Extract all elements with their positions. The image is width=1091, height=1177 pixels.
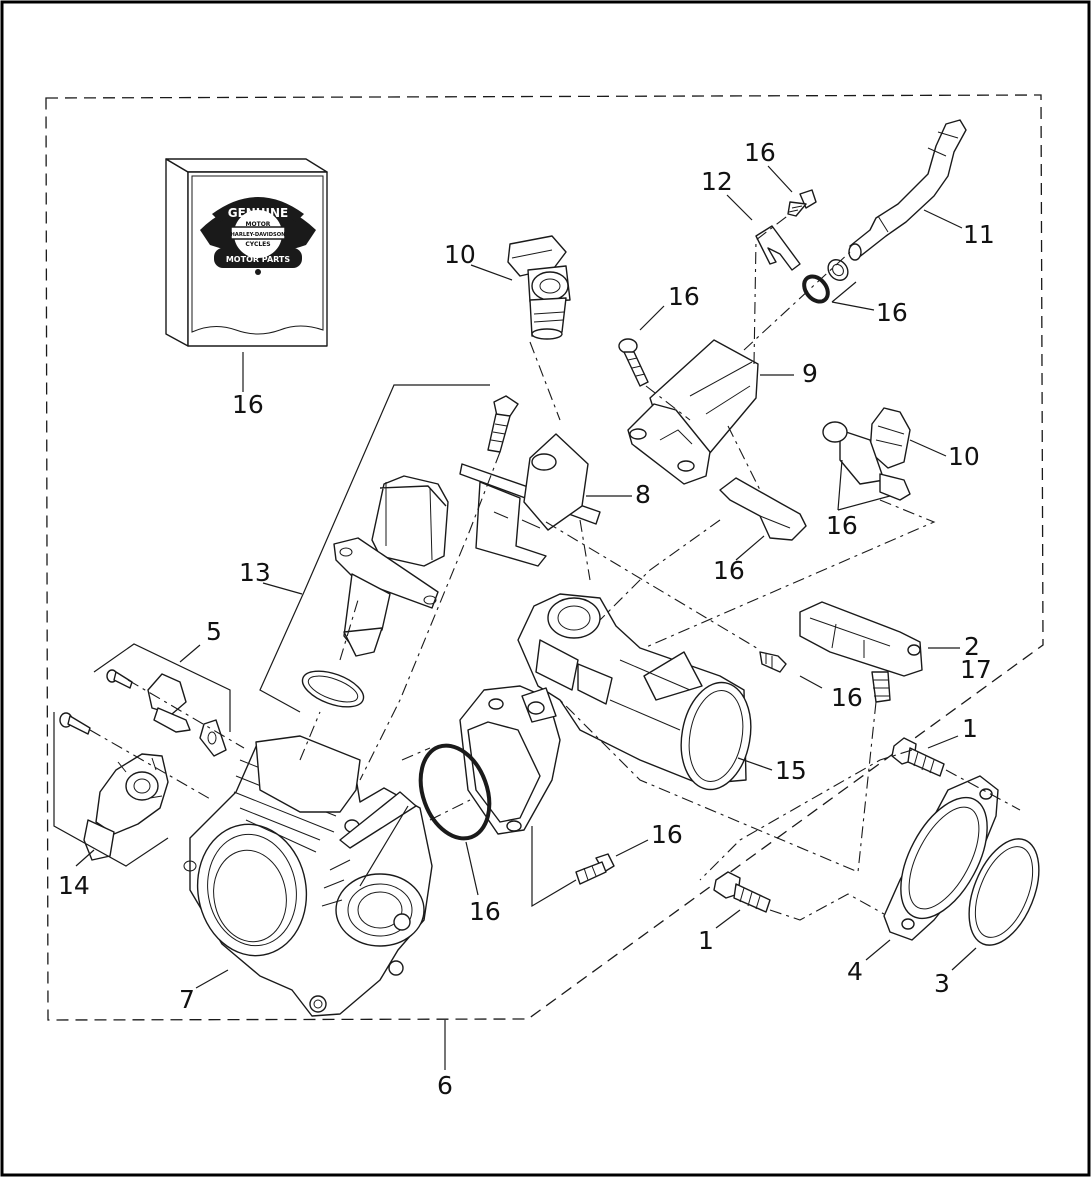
sensor-assembly-5 (106, 669, 227, 757)
callout-10-top: 10 (444, 240, 476, 269)
callout-8: 8 (635, 480, 651, 509)
logo-motor-parts-text: MOTOR PARTS (226, 255, 291, 264)
callout-1-lower: 1 (698, 926, 714, 955)
oring-manifold (418, 743, 492, 841)
fuel-rail-clip (719, 477, 807, 541)
fuel-injector-right (822, 407, 911, 501)
mounting-flange (883, 775, 999, 941)
callout-16-lower: 16 (651, 820, 683, 849)
callout-12: 12 (701, 167, 733, 196)
genuine-motor-parts-logo: GENUINE MOTOR HARLEY-DAVIDSON CYCLES MOT… (200, 197, 316, 275)
callout-15: 15 (775, 756, 807, 785)
callout-9: 9 (802, 359, 818, 388)
intake-manifold (517, 593, 752, 791)
seal-ring (968, 838, 1040, 946)
callout-16-oring: 16 (469, 897, 501, 926)
screw-fuel-rail (618, 338, 649, 387)
map-sensor (799, 601, 923, 703)
fuel-injector-top (507, 235, 571, 340)
leader-lines (53, 165, 977, 1070)
callout-1-upper: 1 (962, 714, 978, 743)
callout-5: 5 (206, 617, 222, 646)
callout-16-box: 16 (232, 390, 264, 419)
callout-16-top: 16 (744, 138, 776, 167)
fuel-line-fitting (848, 119, 967, 261)
assembly-centerlines (89, 213, 1021, 921)
genuine-parts-box: GENUINE MOTOR HARLEY-DAVIDSON CYCLES MOT… (165, 158, 328, 347)
callout-16-right: 16 (876, 298, 908, 327)
screw-upper (487, 395, 519, 453)
callout-4: 4 (847, 957, 863, 986)
throttle-position-sensor (83, 753, 169, 861)
callout-6: 6 (437, 1071, 453, 1100)
callout-16-clip: 16 (713, 556, 745, 585)
washer-fuel-rail (827, 259, 849, 281)
callout-13: 13 (239, 558, 271, 587)
callout-16-bolt: 16 (831, 683, 863, 712)
logo-motor-text: MOTOR (246, 221, 271, 228)
flange-bolt-lower (713, 871, 771, 913)
callout-3: 3 (934, 969, 950, 998)
callout-labels: 16 10 12 16 11 16 16 9 8 10 16 16 2 17 1… (58, 138, 995, 1100)
callout-14: 14 (58, 871, 90, 900)
logo-genuine-text: GENUINE (228, 206, 289, 220)
manifold-flange (459, 685, 561, 835)
throttle-body (183, 735, 433, 1017)
flange-bolt-upper (891, 737, 945, 777)
callout-16-injector: 16 (826, 511, 858, 540)
logo-brand-text: HARLEY-DAVIDSON (230, 232, 285, 238)
callout-10-right: 10 (948, 442, 980, 471)
screw-map-sensor (759, 651, 787, 673)
clip-screw (787, 189, 817, 217)
logo-cycles-text: CYCLES (245, 241, 270, 248)
callout-17: 17 (960, 655, 992, 684)
tps-screw (59, 712, 91, 735)
oring-fuel-rail (802, 274, 830, 304)
kit-boundary (45, 94, 1044, 1021)
idle-air-control-valve (301, 475, 449, 708)
callout-16-screw: 16 (668, 282, 700, 311)
retaining-clip (755, 225, 801, 271)
fuel-rail (627, 339, 759, 485)
callout-2: 2 (964, 632, 980, 661)
screw-lower (575, 853, 615, 885)
callout-11: 11 (963, 220, 995, 249)
callout-7: 7 (179, 985, 195, 1014)
sensor-bracket (459, 433, 601, 567)
